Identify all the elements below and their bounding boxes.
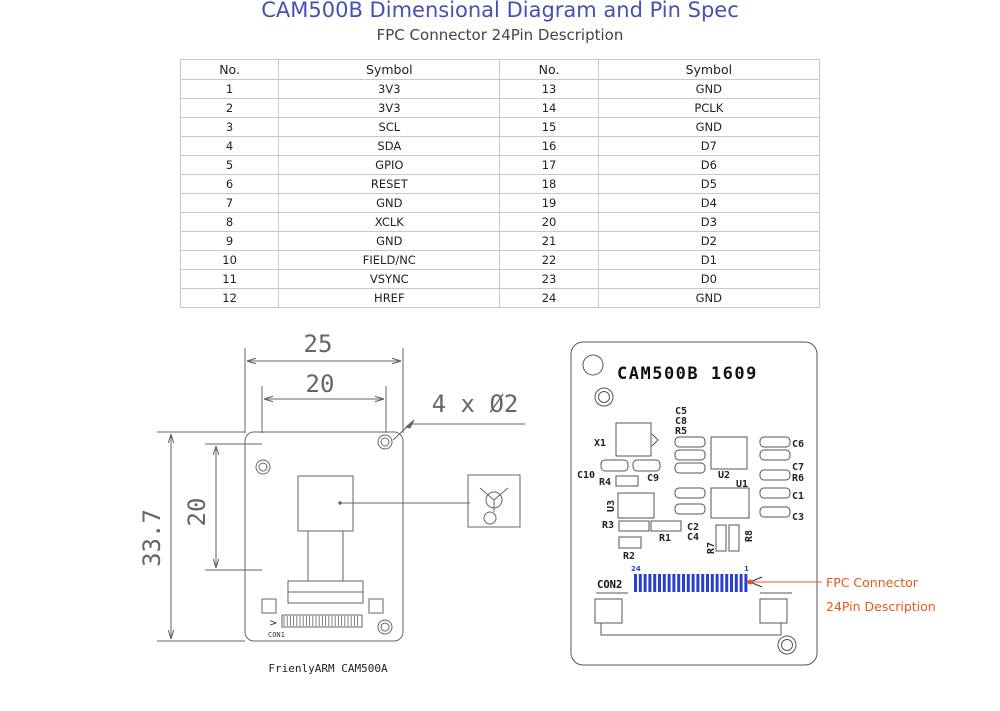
dim-height-outer: 33.7 [138, 509, 166, 567]
left-fpc-pins [283, 616, 359, 626]
right-fpc-pins [634, 574, 748, 592]
label-c4: C4 [687, 532, 699, 543]
label-r8: R8 [744, 530, 755, 542]
label-c7: C7 [792, 462, 804, 473]
fpc-pin [734, 574, 738, 592]
fpc-pin [686, 574, 690, 592]
label-c8: C8 [675, 416, 687, 427]
label-c10: C10 [577, 470, 595, 481]
dim-holes: 4 x Ø2 [432, 390, 519, 418]
fpc-pin [662, 574, 666, 592]
fpc-pin [701, 574, 705, 592]
fpc-pin [720, 574, 724, 592]
pin-symbol-right: GND [597, 79, 821, 99]
page-title: CAM500B Dimensional Diagram and Pin Spec [261, 0, 739, 22]
con1-label: CON1 [268, 631, 285, 639]
pin-symbol-right: GND [597, 288, 821, 308]
label-c6: C6 [792, 439, 804, 450]
dim-width-outer: 25 [304, 330, 333, 358]
label-r3: R3 [602, 520, 614, 531]
fpc-pin [739, 574, 743, 592]
left-dimension-labels: 25 20 4 x Ø2 33.7 20 [138, 330, 518, 567]
callout-line-1: FPC Connector [826, 575, 919, 590]
label-u2: U2 [718, 470, 730, 481]
pin-symbol-left: HREF [278, 288, 501, 308]
pin-symbol-right: D1 [597, 250, 821, 270]
callout-line-2: 24Pin Description [826, 599, 936, 614]
label-r5: R5 [675, 426, 687, 437]
pin1-marker-left: > [269, 618, 277, 629]
label-r1: R1 [659, 533, 671, 544]
pin-1-label: 1 [744, 565, 749, 573]
label-x1: X1 [594, 438, 606, 449]
fpc-pin [667, 574, 671, 592]
label-u3: U3 [606, 500, 617, 512]
fpc-pin [677, 574, 681, 592]
pin-symbol-left: GND [278, 193, 501, 213]
fpc-pin [653, 574, 657, 592]
dim-width-inner: 20 [306, 370, 335, 398]
fpc-pin [730, 574, 733, 592]
fpc-pin [696, 574, 700, 592]
pin-symbol-right: D0 [597, 269, 821, 289]
pin-no-left: 12 [179, 288, 280, 308]
fpc-pin [643, 574, 647, 592]
fpc-pin [744, 574, 748, 592]
label-r6: R6 [792, 473, 804, 484]
fpc-pin [691, 574, 695, 592]
board-caption: FrienlyARM CAM500A [268, 662, 388, 675]
fpc-pin [658, 574, 661, 592]
con2-label: CON2 [597, 579, 622, 591]
label-c9: C9 [647, 473, 659, 484]
fpc-pin [672, 574, 676, 592]
label-r2: R2 [623, 551, 635, 562]
pin-symbol-right: PCLK [597, 98, 821, 118]
label-c3: C3 [792, 512, 804, 523]
callout-dot [747, 579, 753, 585]
label-c5: C5 [675, 406, 687, 417]
fpc-pin [648, 574, 652, 592]
fpc-pin [682, 574, 685, 592]
right-component-labels: X1 C5 C8 R5 C6 C10 C9 C7 R6 R4 U2 U1 C1 … [577, 406, 804, 562]
fpc-callout: FPC Connector 24Pin Description [747, 575, 936, 614]
pin-no-right: 24 [499, 288, 599, 308]
label-r7: R7 [706, 542, 717, 554]
fpc-pin [706, 574, 709, 592]
fpc-pin [715, 574, 719, 592]
right-board-drawing [570, 341, 818, 666]
label-r4: R4 [599, 477, 611, 488]
pin-symbol-right: D4 [597, 193, 821, 213]
fpc-pin [725, 574, 729, 592]
label-c2: C2 [687, 522, 699, 533]
fpc-pin [638, 574, 642, 592]
left-board-drawing [157, 348, 525, 642]
pin-24-label: 24 [631, 565, 641, 573]
fpc-pin [634, 574, 637, 592]
page-subtitle: FPC Connector 24Pin Description [376, 26, 624, 44]
pin-symbol-left: XCLK [278, 212, 501, 232]
dim-height-inner: 20 [183, 498, 211, 527]
fpc-pin [710, 574, 714, 592]
label-u1: U1 [736, 479, 748, 490]
label-c1: C1 [792, 491, 804, 502]
board-name-right: CAM500B 1609 [617, 364, 758, 384]
